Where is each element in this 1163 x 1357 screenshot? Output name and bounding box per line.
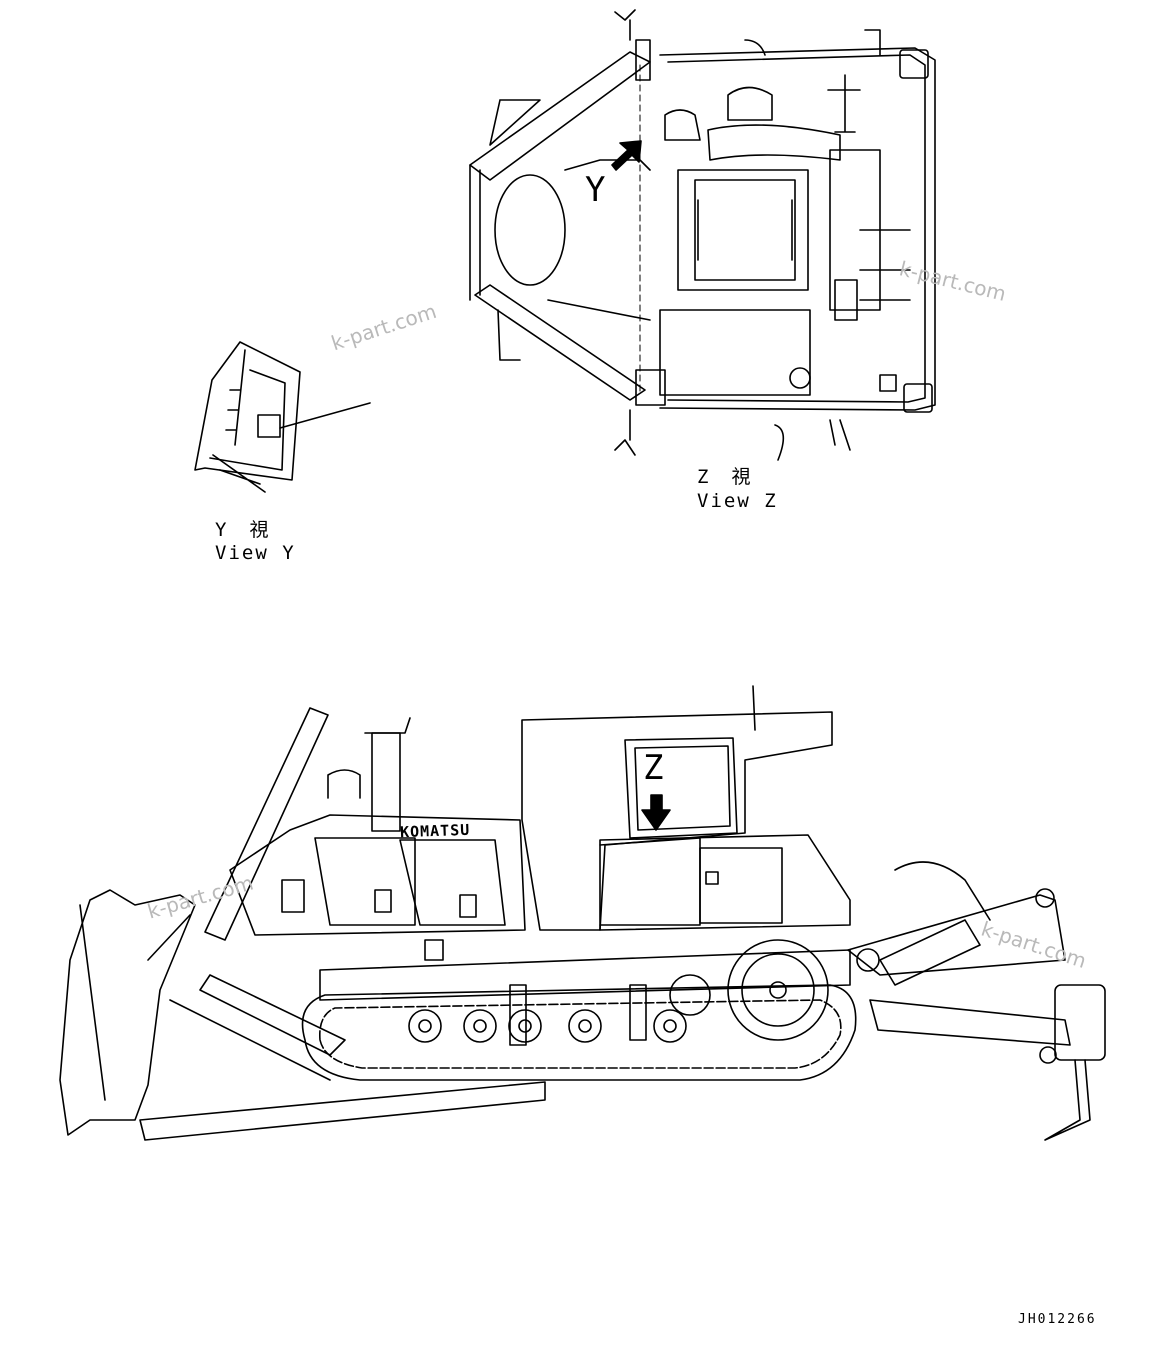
view-y-title-en: View Y <box>215 542 296 564</box>
machine-brand: KOMATSU <box>399 820 471 842</box>
callout-z: Z <box>643 748 664 788</box>
view-y-title-jp: Y 視 <box>215 519 271 541</box>
sprocket <box>727 939 829 1041</box>
drawing-code: JH012266 <box>1018 1312 1097 1327</box>
view-z-title-en: View Z <box>697 490 778 512</box>
track-rollers <box>408 974 711 1043</box>
view-z-title-jp: Z 視 <box>697 466 753 488</box>
view-z-marker-y: Y <box>585 170 606 210</box>
